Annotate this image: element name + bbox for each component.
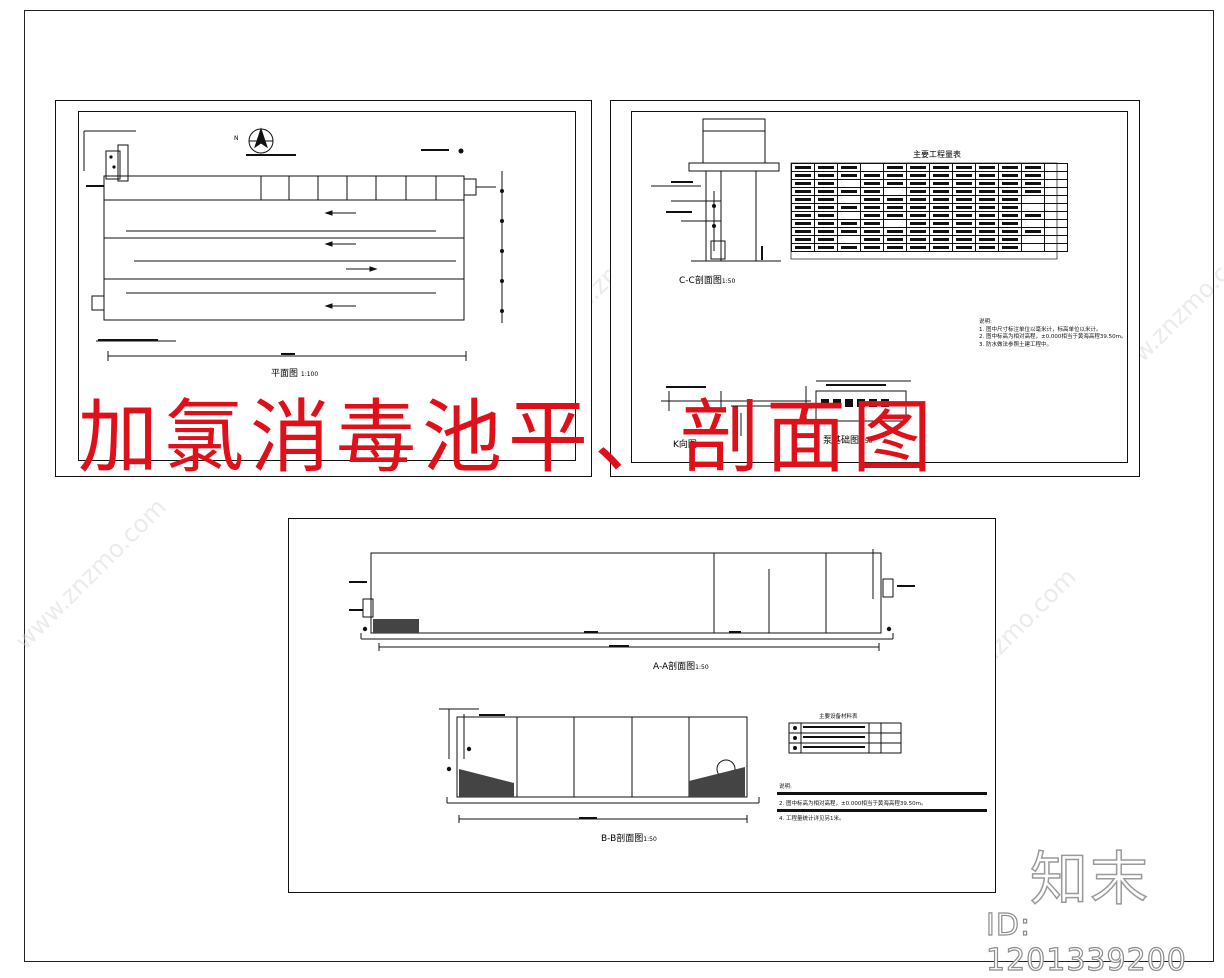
plan-border [78, 111, 576, 461]
plan-title-text: 平面图 [271, 369, 299, 379]
bb-scale: 1:50 [643, 836, 657, 843]
bb-title-text: B-B剖面图 [601, 834, 644, 844]
bb-note-4: 4. 工程量统计详见另1米。 [779, 816, 845, 822]
bb-notes-title: 说明: [779, 784, 792, 790]
plan-drawing [83, 127, 504, 361]
plan-scale: 1:100 [300, 371, 319, 378]
pump-scale: 1:50 [859, 438, 873, 445]
section-aa-bb-drawing [349, 549, 987, 823]
sheet-section-cc: 主要工程量表 C-C剖面图1:50 说明: 1. 图中尺寸标注单位以毫米计，标高… [610, 100, 1140, 477]
cc-note-2: 2. 图中标高为相对高程，±0.000相当于黄海高程39.50m。 [979, 334, 1127, 340]
cc-title: C-C剖面图1:50 [679, 273, 735, 286]
main-title: 加氯消毒池平、剖面图 [78, 391, 938, 484]
cc-title-text: C-C剖面图 [679, 276, 722, 286]
equipment-table [791, 163, 1068, 252]
bb-notes: 说明: 2. 图中标高为相对高程，±0.000相当于黄海高程39.50m。 4.… [779, 784, 926, 824]
north-label: N [234, 135, 239, 142]
table-title-cc: 主要工程量表 [913, 150, 961, 159]
cc-notes: 说明: 1. 图中尺寸标注单位以毫米计，标高单位以米计。 2. 图中标高为相对高… [979, 319, 1126, 349]
cc-note-3: 3. 防水做法参照土建工程中。 [979, 341, 1052, 348]
plan-title: 平面图 1:100 [271, 366, 318, 379]
section-cc-drawing [651, 118, 1058, 436]
brand-logo: 知末 [1029, 844, 1151, 914]
aa-scale: 1:50 [695, 664, 709, 671]
bb-table-title: 主要设备材料表 [819, 714, 858, 720]
image-id: ID: 1201339200 [985, 907, 1187, 978]
sheet-plan: 平面图 1:100 N [55, 100, 592, 477]
drawing-frame [24, 10, 1214, 962]
bb-title: B-B剖面图1:50 [601, 831, 657, 844]
aa-title: A-A剖面图1:50 [653, 659, 709, 672]
k-view-scale: 1:50 [696, 442, 711, 449]
pump-title-text: 泵基础图 [823, 436, 860, 446]
sheet-section-aa-bb: A-A剖面图1:50 B-B剖面图1:50 主要设备材料表 说明: 2. 图中标… [288, 518, 996, 893]
section-cc-border [631, 111, 1128, 463]
cc-notes-title: 说明: [979, 319, 992, 325]
k-view-title: K向图1:50 [673, 437, 710, 450]
cc-scale: 1:50 [721, 278, 736, 285]
cc-note-1: 1. 图中尺寸标注单位以毫米计，标高单位以米计。 [979, 326, 1102, 333]
pump-title: 泵基础图1:50 [823, 433, 873, 446]
bb-note-2: 2. 图中标高为相对高程，±0.000相当于黄海高程39.50m。 [779, 800, 927, 807]
k-view-title-text: K向图 [673, 440, 697, 450]
aa-title-text: A-A剖面图 [653, 662, 696, 672]
